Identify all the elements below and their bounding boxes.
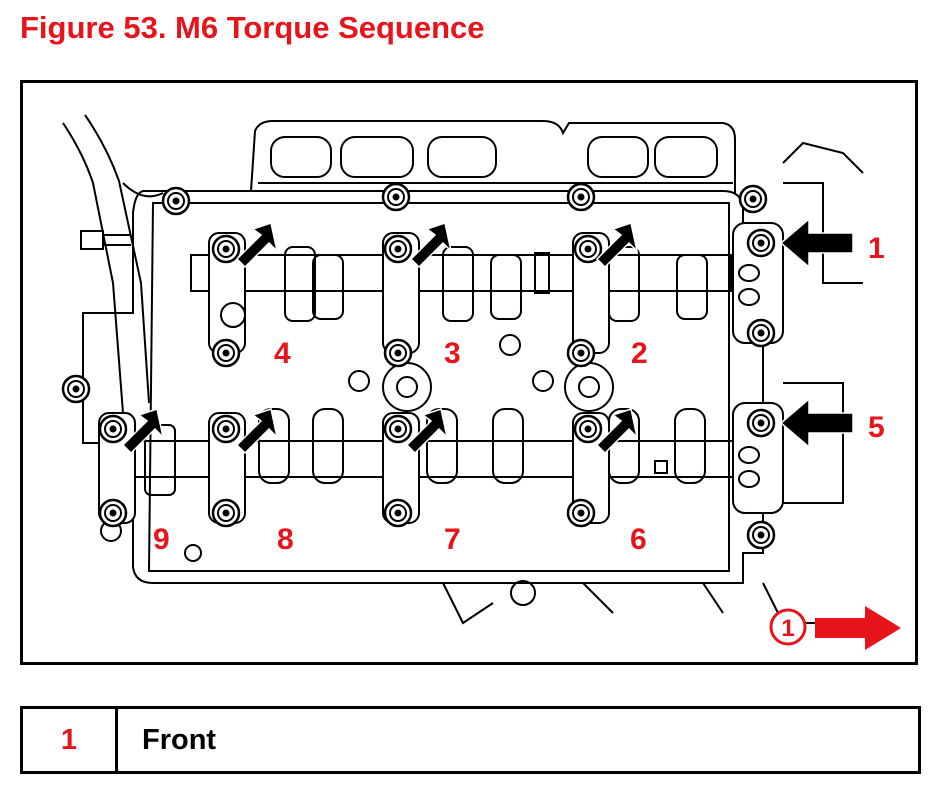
sequence-label-3: 3 bbox=[444, 337, 461, 370]
front-marker-circle bbox=[769, 608, 807, 646]
right-end-holes bbox=[738, 264, 760, 488]
front-arrow-icon bbox=[815, 606, 901, 650]
cylinder-head-diagram: 1 2 3 4 5 6 7 8 9 1 bbox=[61, 114, 901, 650]
sequence-labels: 1 2 3 4 5 6 7 8 9 bbox=[153, 232, 885, 556]
legend-key: 1 bbox=[23, 709, 118, 771]
bolt-4 bbox=[211, 234, 241, 264]
upper-camshaft bbox=[190, 246, 732, 322]
arrow-5 bbox=[779, 397, 854, 449]
sequence-label-8: 8 bbox=[277, 523, 294, 556]
legend-text: Front bbox=[142, 723, 217, 756]
bolt-3 bbox=[383, 234, 413, 264]
bolt-9 bbox=[98, 414, 128, 444]
sequence-label-9: 9 bbox=[153, 523, 170, 556]
intake-manifold bbox=[250, 120, 736, 193]
left-pipe bbox=[62, 114, 164, 414]
sequence-label-4: 4 bbox=[274, 337, 291, 370]
figure-title: Figure 53. M6 Torque Sequence bbox=[20, 10, 485, 45]
sequence-label-7: 7 bbox=[444, 523, 461, 556]
bolt-6 bbox=[573, 414, 603, 444]
sequence-label-5: 5 bbox=[868, 411, 885, 444]
cylinder-head-outline bbox=[82, 141, 864, 625]
bolt-8 bbox=[211, 414, 241, 444]
sequence-label-6: 6 bbox=[630, 523, 647, 556]
front-marker-label: 1 bbox=[781, 615, 794, 642]
sequence-label-1: 1 bbox=[868, 232, 885, 265]
arrow-1 bbox=[779, 217, 854, 269]
pointer-arrows bbox=[122, 217, 854, 454]
bolt-7 bbox=[383, 414, 413, 444]
front-indicator: 1 bbox=[769, 606, 901, 650]
legend-table: 1 Front bbox=[20, 706, 921, 774]
bolt-1 bbox=[746, 228, 776, 258]
sequence-label-2: 2 bbox=[631, 337, 648, 370]
bolt-5 bbox=[746, 408, 776, 438]
figure-frame: 1 2 3 4 5 6 7 8 9 1 bbox=[20, 80, 918, 665]
